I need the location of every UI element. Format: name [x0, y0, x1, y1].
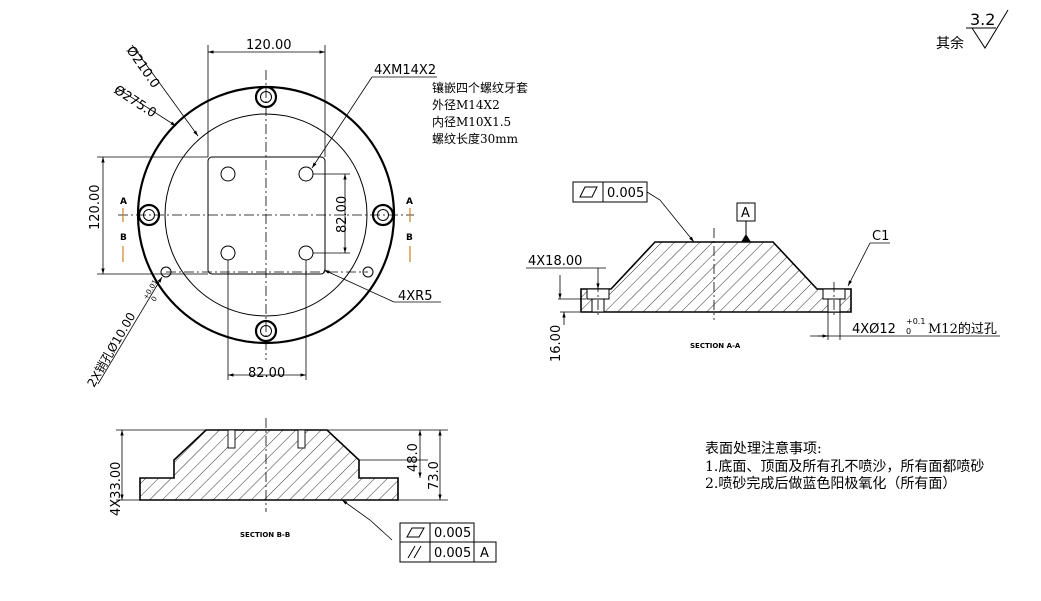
- surface-notes: 表面处理注意事项: 1.底面、顶面及所有孔不喷沙，所有面都喷砂 2.喷砂完成后做…: [705, 440, 984, 492]
- svg-text:B: B: [120, 233, 127, 243]
- flatness-frame-bb: 0.005: [399, 522, 475, 543]
- parallel-value-bb: 0.005: [434, 546, 471, 561]
- thread-callout: 4XM14X2: [374, 63, 436, 78]
- center-square: [207, 156, 326, 275]
- svg-text:B: B: [406, 233, 413, 243]
- hole-tol-lower: 0: [906, 327, 911, 336]
- svg-text:A: A: [406, 197, 413, 207]
- dim-width-top: 120.00: [246, 38, 292, 53]
- dim-33: 4X33.00: [109, 462, 124, 516]
- section-bb-body: [139, 429, 399, 501]
- section-aa-body: [580, 241, 852, 313]
- section-aa-title: SECTION A-A: [690, 342, 741, 350]
- parallel-datum-bb: A: [480, 546, 489, 561]
- roughness-other-label: 其余: [936, 35, 964, 52]
- threaded-holes: [220, 166, 314, 261]
- parallelism-frame-bb: 0.005 A: [399, 541, 497, 563]
- roughness-symbol: 3.2 其余: [936, 9, 1009, 52]
- svg-text:A: A: [120, 197, 127, 207]
- section-aa: 0.005 A 4X18.00 16.00 C1 4XØ12 +0.1 0: [526, 181, 1000, 362]
- notes-heading: 表面处理注意事项:: [705, 440, 822, 457]
- radius-callout: 4XR5: [398, 289, 432, 304]
- pin-hole-callout: 2X销孔Ø10.00: [84, 310, 138, 389]
- counterbore-dim: 4X18.00: [528, 254, 582, 269]
- thread-note-2: 外径M14X2: [432, 98, 500, 112]
- flatness-frame-aa: 0.005: [572, 181, 695, 243]
- flatness-value-aa: 0.005: [607, 186, 644, 201]
- dim-48: 48.0: [406, 443, 421, 472]
- height-dim: 16.00: [549, 325, 564, 362]
- counterbore-holes: [137, 85, 395, 343]
- pin-hole-tol-lower: 0: [150, 295, 159, 303]
- thread-note-1: 镶嵌四个螺纹牙套: [432, 80, 528, 95]
- svg-text:A: A: [741, 206, 750, 221]
- dim-73: 73.0: [427, 461, 442, 490]
- thread-note-3: 内径M10X1.5: [432, 115, 511, 129]
- thread-note-4: 螺纹长度30mm: [432, 131, 519, 146]
- dim-width-bottom: 82.00: [248, 366, 285, 381]
- pin-holes: [160, 266, 374, 278]
- chamfer-callout: C1: [872, 229, 889, 244]
- hole-callout-suffix: M12的过孔: [928, 321, 997, 337]
- datum-a: A: [736, 202, 756, 242]
- notes-line-1: 1.底面、顶面及所有孔不喷沙，所有面都喷砂: [705, 459, 984, 475]
- dim-height-right: 82.00: [335, 196, 350, 233]
- flatness-value-bb: 0.005: [434, 526, 471, 541]
- hole-callout-prefix: 4XØ12: [852, 322, 896, 337]
- dim-height-left: 120.00: [88, 185, 103, 231]
- section-bb: 4X33.00 48.0 73.0 0.005 0.005 A SECTION …: [109, 418, 497, 563]
- top-view: 120.00 120.00 82.00 82.00 Ø210.0 Ø275.0 …: [84, 38, 528, 390]
- roughness-value: 3.2: [970, 10, 995, 29]
- dim-dia-inner: Ø210.0: [123, 44, 163, 91]
- notes-line-2: 2.喷砂完成后做蓝色阳极氧化（所有面）: [705, 475, 956, 492]
- hole-tol-upper: +0.1: [906, 317, 925, 326]
- section-marks: A A B B: [120, 197, 413, 262]
- section-bb-title: SECTION B-B: [240, 531, 290, 539]
